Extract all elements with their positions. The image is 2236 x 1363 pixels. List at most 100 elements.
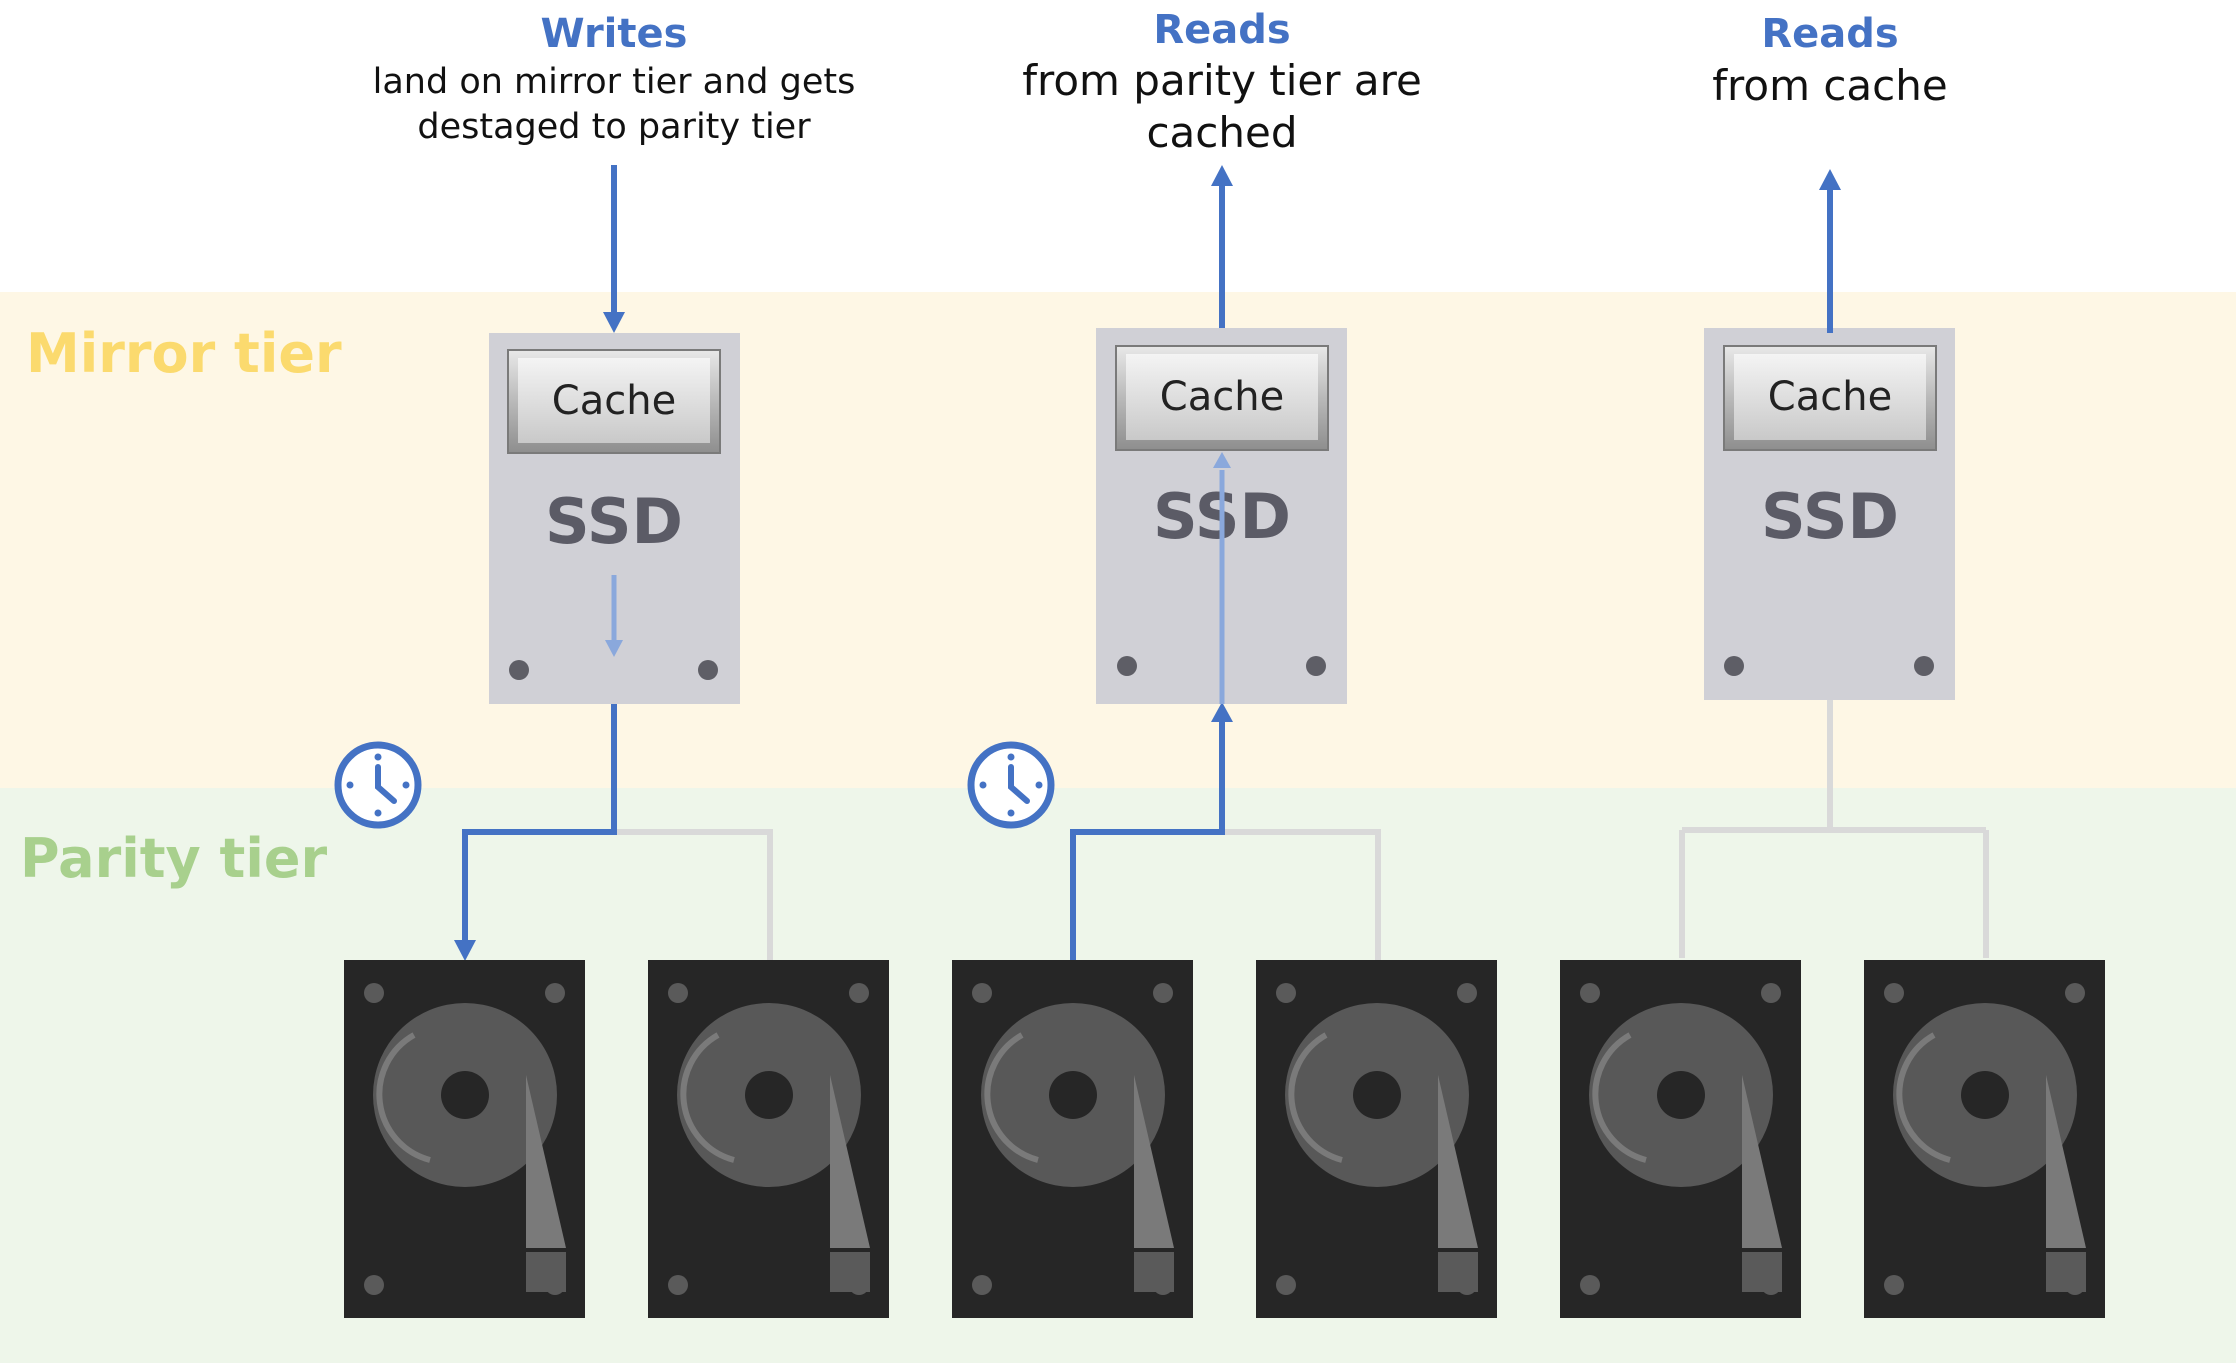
hdd-spindle bbox=[1657, 1071, 1705, 1119]
clock-tick bbox=[979, 781, 987, 789]
hdd-arm bbox=[1134, 1075, 1174, 1248]
caption-line: land on mirror tier and gets bbox=[373, 62, 856, 102]
hard-disk-icon bbox=[648, 960, 889, 1318]
ssd-label: SSD bbox=[545, 485, 683, 558]
hdd-reflection bbox=[984, 1032, 1039, 1163]
hard-disk-icon bbox=[1560, 960, 1801, 1318]
hdd-screw bbox=[1276, 983, 1296, 1003]
arrowhead-down bbox=[454, 940, 476, 961]
hdd-screw bbox=[1580, 983, 1600, 1003]
screw bbox=[509, 660, 529, 680]
cache-block: Cache bbox=[507, 349, 721, 454]
hdd-screw bbox=[1580, 1275, 1600, 1295]
cache-label: Cache bbox=[552, 378, 676, 424]
connector-line bbox=[1679, 700, 1989, 958]
cache-face bbox=[1126, 354, 1318, 440]
hdd-spindle bbox=[1049, 1071, 1097, 1119]
hdd-arm bbox=[830, 1075, 870, 1248]
hdd-arm bbox=[1742, 1075, 1782, 1248]
hdd-screw bbox=[849, 983, 869, 1003]
arrowhead-down bbox=[605, 640, 623, 657]
hdd-arm bbox=[2046, 1075, 2086, 1248]
hdd-screw bbox=[1884, 1275, 1904, 1295]
hdd-screw bbox=[1884, 983, 1904, 1003]
hdd-reflection bbox=[1592, 1032, 1647, 1163]
hdd-screw bbox=[668, 983, 688, 1003]
hdd-reflection bbox=[1288, 1032, 1343, 1163]
caption-heading: Writes bbox=[541, 11, 688, 57]
hdd-arm-base bbox=[1742, 1252, 1782, 1292]
clock-hands bbox=[375, 764, 397, 804]
destage-path-line bbox=[462, 704, 617, 945]
mirror-tier-label: Mirror tier bbox=[26, 322, 342, 385]
connector-line bbox=[1222, 829, 1381, 962]
hard-disk-icon bbox=[1864, 960, 2105, 1318]
ssd-reads-cache: Cache SSD bbox=[1704, 328, 1955, 700]
reads-cache-flow bbox=[1819, 169, 1841, 333]
caption-line: cached bbox=[1146, 108, 1297, 157]
hdd-spindle bbox=[441, 1071, 489, 1119]
caption-heading: Reads bbox=[1153, 7, 1290, 53]
clock-tick bbox=[402, 781, 410, 789]
hdd-reflection bbox=[1896, 1032, 1951, 1163]
hdd-screw bbox=[1457, 983, 1477, 1003]
clock-icon bbox=[334, 741, 422, 829]
screw bbox=[1306, 656, 1326, 676]
hdd-spindle bbox=[745, 1071, 793, 1119]
reads-cache-caption: Reads from cache bbox=[1712, 11, 1947, 110]
hdd-arm-base bbox=[526, 1252, 566, 1292]
reads-parity-caption: Reads from parity tier are cached bbox=[1022, 7, 1422, 157]
clock-tick bbox=[1007, 809, 1015, 817]
hdd-screw bbox=[545, 983, 565, 1003]
cache-face bbox=[1734, 354, 1926, 440]
hdd-screw bbox=[2065, 983, 2085, 1003]
clock-tick bbox=[1035, 781, 1043, 789]
arrowhead-up bbox=[1819, 169, 1841, 190]
hdd-reflection bbox=[680, 1032, 735, 1163]
hdd-arm-base bbox=[2046, 1252, 2086, 1292]
clock-tick bbox=[374, 753, 382, 761]
arrowhead-up bbox=[1213, 452, 1231, 468]
caption-line: from parity tier are bbox=[1022, 56, 1422, 105]
hdd-screw bbox=[364, 1275, 384, 1295]
cache-label: Cache bbox=[1768, 374, 1892, 420]
caption-line: from cache bbox=[1712, 61, 1947, 110]
hdd-screw bbox=[668, 1275, 688, 1295]
arrowhead-up bbox=[1211, 165, 1233, 186]
writes-caption: Writes land on mirror tier and gets dest… bbox=[373, 11, 856, 147]
hdd-spindle bbox=[1353, 1071, 1401, 1119]
hdd-screw bbox=[364, 983, 384, 1003]
arrowhead-up bbox=[1211, 702, 1233, 722]
hard-disk-icon bbox=[344, 960, 585, 1318]
hdd-arm-base bbox=[1134, 1252, 1174, 1292]
connector-line bbox=[614, 829, 773, 962]
ssd-label: SSD bbox=[1761, 480, 1899, 553]
writes-flow bbox=[454, 165, 625, 961]
reads-parity-flow bbox=[1070, 165, 1233, 962]
hdd-reflection bbox=[376, 1032, 431, 1163]
hard-disk-icon bbox=[952, 960, 1193, 1318]
hdd-screw bbox=[972, 1275, 992, 1295]
hdd-screw bbox=[1276, 1275, 1296, 1295]
hdd-screw bbox=[1153, 983, 1173, 1003]
cache-face bbox=[518, 358, 710, 443]
parity-tier-label: Parity tier bbox=[20, 827, 327, 890]
screw bbox=[698, 660, 718, 680]
caption-line: destaged to parity tier bbox=[417, 107, 811, 147]
clock-hands bbox=[1008, 764, 1030, 804]
cache-block: Cache bbox=[1115, 345, 1329, 451]
hdd-arm-base bbox=[830, 1252, 870, 1292]
caption-heading: Reads bbox=[1761, 11, 1898, 57]
hdd-spindle bbox=[1961, 1071, 2009, 1119]
screw bbox=[1914, 656, 1934, 676]
cache-block: Cache bbox=[1723, 345, 1937, 451]
hard-disk-icon bbox=[1256, 960, 1497, 1318]
arrowhead-down bbox=[603, 312, 625, 333]
clock-tick bbox=[1007, 753, 1015, 761]
read-path-line bbox=[1070, 718, 1225, 962]
cache-label: Cache bbox=[1160, 374, 1284, 420]
clock-tick bbox=[346, 781, 354, 789]
hdd-arm bbox=[526, 1075, 566, 1248]
clock-icon bbox=[967, 741, 1055, 829]
